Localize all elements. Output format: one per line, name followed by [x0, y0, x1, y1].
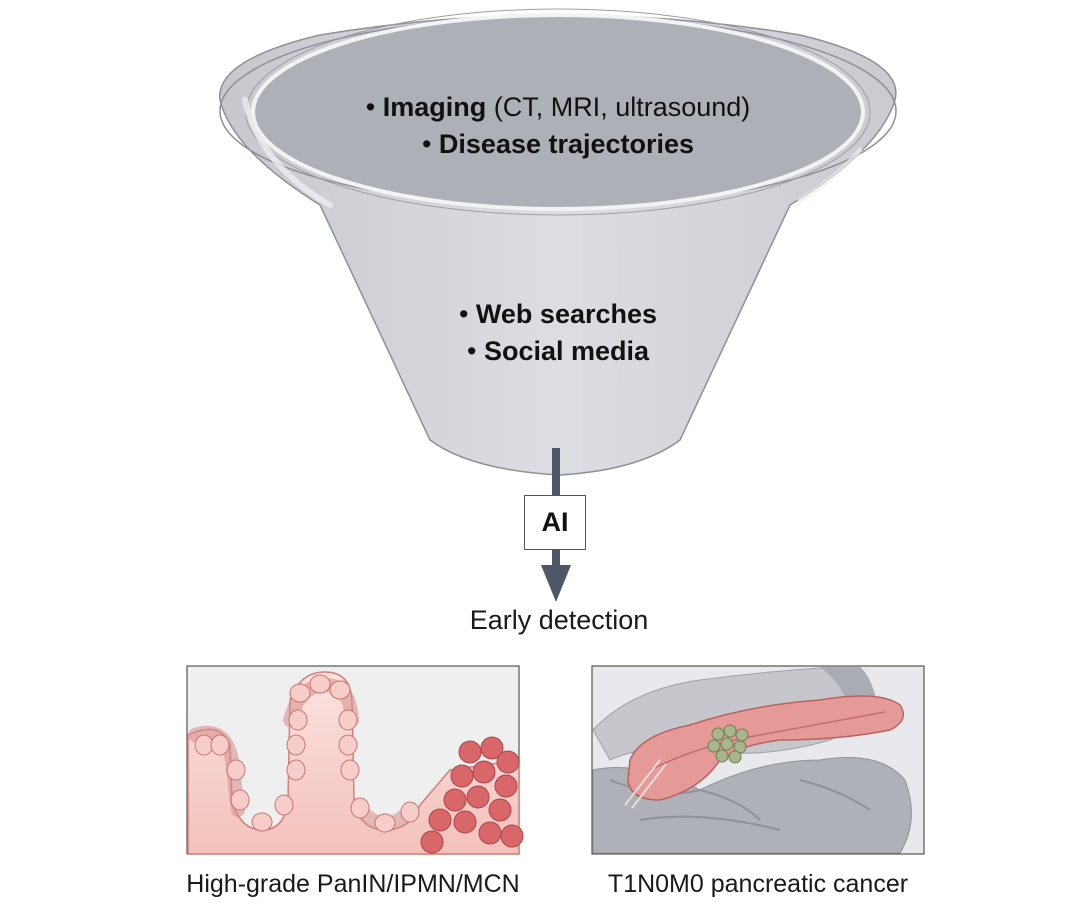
funnel-item-disease-trajectories: • Disease trajectories: [330, 128, 786, 160]
ai-label: AI: [541, 507, 569, 537]
epithelium-illustration: [186, 665, 524, 855]
panel-caption-precursor: High-grade PanIN/IPMN/MCN: [186, 870, 520, 898]
item-social-media: Social media: [483, 336, 650, 366]
funnel-opening: [251, 13, 865, 211]
bullet: •: [458, 299, 469, 329]
arrow-head-icon: [541, 565, 571, 602]
item-imaging-bold: Imaging: [382, 92, 487, 122]
outcome-label: Early detection: [469, 605, 649, 635]
item-disease-trajectories: Disease trajectories: [438, 129, 695, 159]
bullet: •: [421, 129, 432, 159]
pancreas-illustration: [591, 665, 925, 855]
bullet: •: [365, 92, 376, 122]
funnel-item-social-media: • Social media: [400, 335, 716, 367]
bullet: •: [466, 336, 477, 366]
panel-caption-cancer: T1N0M0 pancreatic cancer: [607, 870, 909, 898]
item-imaging-detail: (CT, MRI, ultrasound): [486, 92, 751, 122]
funnel-item-imaging: • Imaging (CT, MRI, ultrasound): [330, 91, 786, 123]
ai-label-box: AI: [524, 495, 586, 550]
item-web-searches: Web searches: [475, 299, 658, 329]
funnel-item-web-searches: • Web searches: [400, 298, 716, 330]
